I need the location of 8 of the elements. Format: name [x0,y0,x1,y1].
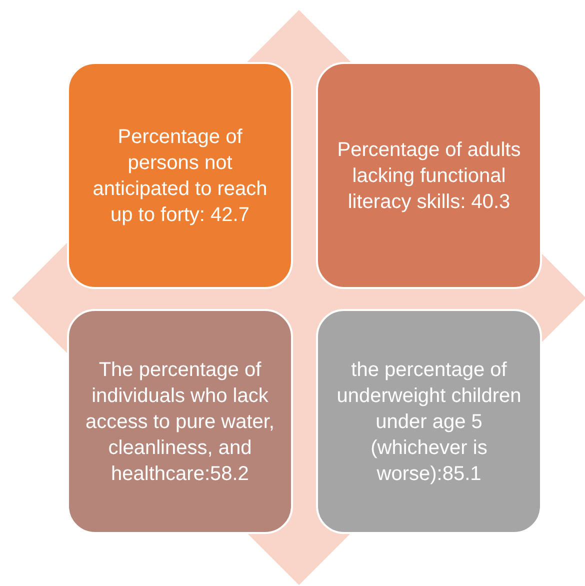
box-text: the percentage of underweight children under age 5 (whichever is worse):85.1 [336,358,522,486]
matrix-box [316,62,542,289]
matrix-box [316,309,542,534]
box-text: Percentage of persons not anticipated to reach up to forty: 42.7 [92,124,268,228]
matrix-box [67,62,293,289]
matrix-box [67,309,293,534]
box-text: Percentage of adults lacking functional literacy skills: 40.3 [336,138,522,214]
box-text: The percentage of individuals who lack access to pure water, cleanliness, and healthcare:58.2 [84,358,276,486]
